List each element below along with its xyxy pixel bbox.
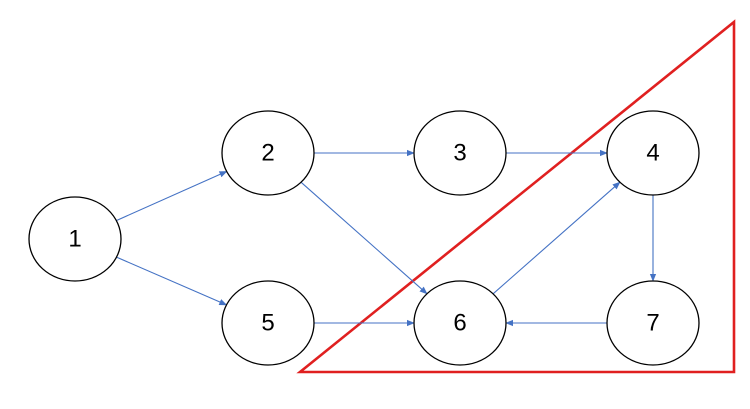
- edge-6-to-4: [492, 181, 621, 295]
- node-3-label: 3: [453, 140, 466, 167]
- node-6-circle: [413, 280, 507, 366]
- node-2-label: 2: [261, 140, 274, 167]
- node-5-circle: [221, 280, 315, 366]
- edge-1-to-5: [116, 256, 228, 306]
- node-5-label: 5: [261, 310, 274, 337]
- node-7-circle: [606, 280, 700, 366]
- edges: [116, 149, 657, 327]
- node-2-circle: [221, 110, 315, 196]
- node-6: 6: [413, 280, 507, 366]
- node-1: 1: [28, 196, 122, 282]
- node-7: 7: [606, 280, 700, 366]
- edge-1-to-2: [116, 170, 228, 222]
- node-4: 4: [606, 110, 700, 196]
- node-6-label: 6: [453, 310, 466, 337]
- node-1-circle: [28, 196, 122, 282]
- node-1-label: 1: [68, 226, 81, 253]
- node-3: 3: [413, 110, 507, 196]
- nodes: 1 2 3 4 5 6 7: [28, 110, 700, 366]
- node-4-label: 4: [646, 140, 659, 167]
- edge-2-to-6: [300, 181, 428, 295]
- highlight-triangle: [296, 19, 736, 374]
- node-4-circle: [606, 110, 700, 196]
- node-3-circle: [413, 110, 507, 196]
- node-2: 2: [221, 110, 315, 196]
- node-5: 5: [221, 280, 315, 366]
- node-7-label: 7: [646, 310, 659, 337]
